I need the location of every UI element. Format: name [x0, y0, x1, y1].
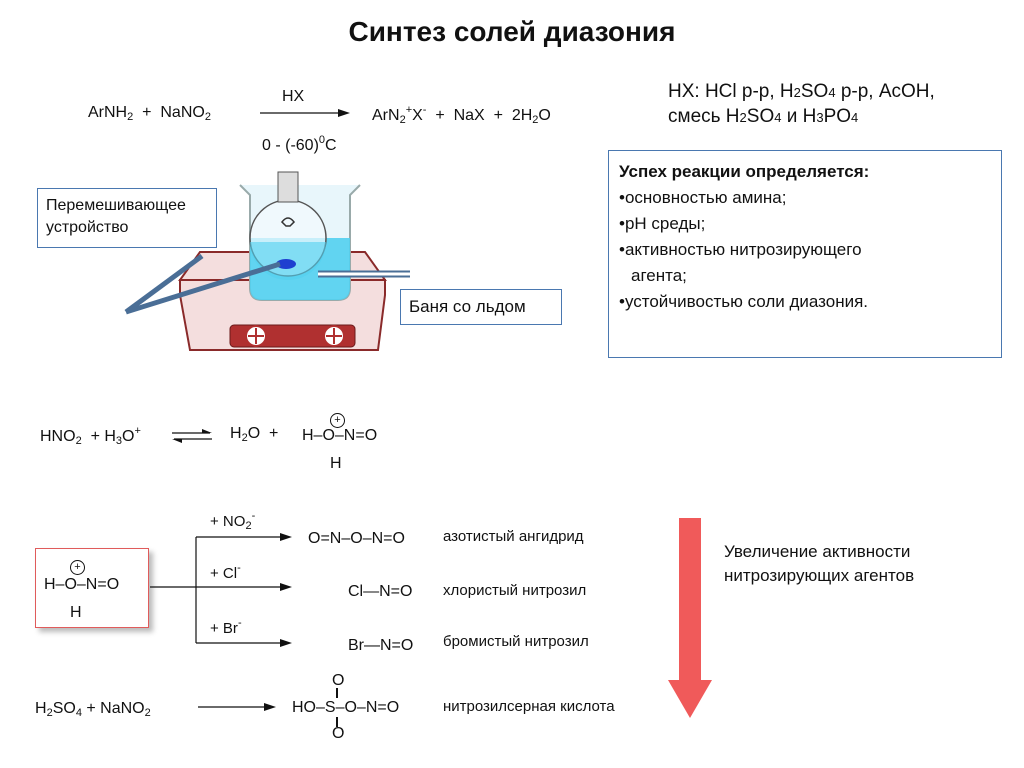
- ice-bath-pointer-arrow: [318, 270, 410, 278]
- last-reaction-arrow: [198, 703, 276, 711]
- hx-note: HX: HCl р-р, H2SO4 р-р, AcOH, смесь H2SO…: [668, 80, 935, 130]
- activity-increase-arrow: [668, 518, 712, 718]
- success-item: •устойчивостью соли диазония.: [619, 292, 869, 311]
- branch-product-anhydride: O=N–O–N=O: [308, 530, 405, 547]
- reaction1-arrow: [260, 109, 350, 117]
- activity-increase-label: Увеличение активности нитрозирующих аген…: [724, 542, 915, 585]
- branch-reagent-no2: + NO2-: [210, 510, 256, 532]
- last-reaction-name: нитрозилсерная кислота: [443, 698, 615, 715]
- success-item: •pH среды;: [619, 214, 706, 233]
- reaction1-over-arrow: HX: [282, 88, 305, 105]
- success-item: агента;: [631, 266, 687, 285]
- sulfonyl-o-top: O: [332, 672, 345, 689]
- branch-product-nocl: Cl—N=O: [348, 583, 413, 600]
- stirrer-label-box: Перемешивающее устройство: [37, 188, 217, 248]
- ice-bath-label-box: Баня со льдом: [400, 289, 562, 325]
- branch-arrows: [150, 533, 292, 647]
- success-item: •активностью нитрозирующего: [619, 240, 862, 259]
- ice-bath-apparatus-illustration: [178, 171, 387, 351]
- boxed-cation-h: H: [70, 604, 82, 621]
- success-heading: Успех реакции определяется:: [619, 162, 870, 181]
- boxed-charge: +: [70, 557, 85, 575]
- success-item: •основностью амина;: [619, 188, 787, 207]
- last-reaction-reagents: H2SO4 + NaNO2: [35, 700, 151, 719]
- reaction1-reagents: ArNH2 + NaNO2: [88, 104, 211, 123]
- branch-product-nobr: Br—N=O: [348, 637, 414, 654]
- reaction1-under-arrow: 0 - (-60)0C: [262, 134, 337, 154]
- branch-name-nocl: хлористый нитрозил: [443, 582, 587, 599]
- branch-reagent-br: + Br-: [210, 617, 242, 637]
- nitrosyl-cation-h: H: [330, 455, 342, 472]
- sulfonyl-o-bottom: O: [332, 725, 345, 742]
- stirrer-pointer-arrow: [124, 253, 281, 315]
- hx-note-line1: HX: HCl р-р, H2SO4 р-р, AcOH,: [668, 81, 935, 102]
- stir-bar: [276, 259, 296, 269]
- hx-note-line2: смесь H2SO4 и H3PO4: [668, 106, 859, 127]
- charge-circle: +: [330, 410, 345, 428]
- success-factors-box: Успех реакции определяется: •основностью…: [608, 150, 1002, 358]
- page-title: Синтез солей диазония: [348, 16, 676, 47]
- branch-name-anhydride: азотистый ангидрид: [443, 528, 584, 545]
- equilibrium-arrows: [172, 429, 212, 443]
- flask-stopper: [277, 171, 299, 203]
- equilibrium-left: HNO2 + H3O+: [40, 425, 141, 447]
- sulfonyl-bond-top: [336, 688, 339, 698]
- boxed-cation-frame: [35, 548, 149, 628]
- branch-reagent-cl: + Cl-: [210, 562, 241, 582]
- boxed-cation-structure: H–O–N=O: [44, 576, 120, 593]
- sulfonyl-bond-bottom: [336, 717, 339, 727]
- nitrosyl-cation-structure: H–O–N=O: [302, 427, 378, 444]
- last-reaction-product: HO–S–O–N=O: [292, 699, 400, 716]
- reaction1-products: ArN2+X- + NaX + 2H2O: [372, 104, 551, 126]
- equilibrium-right: H2O +: [230, 425, 279, 444]
- branch-name-nobr: бромистый нитрозил: [443, 633, 589, 650]
